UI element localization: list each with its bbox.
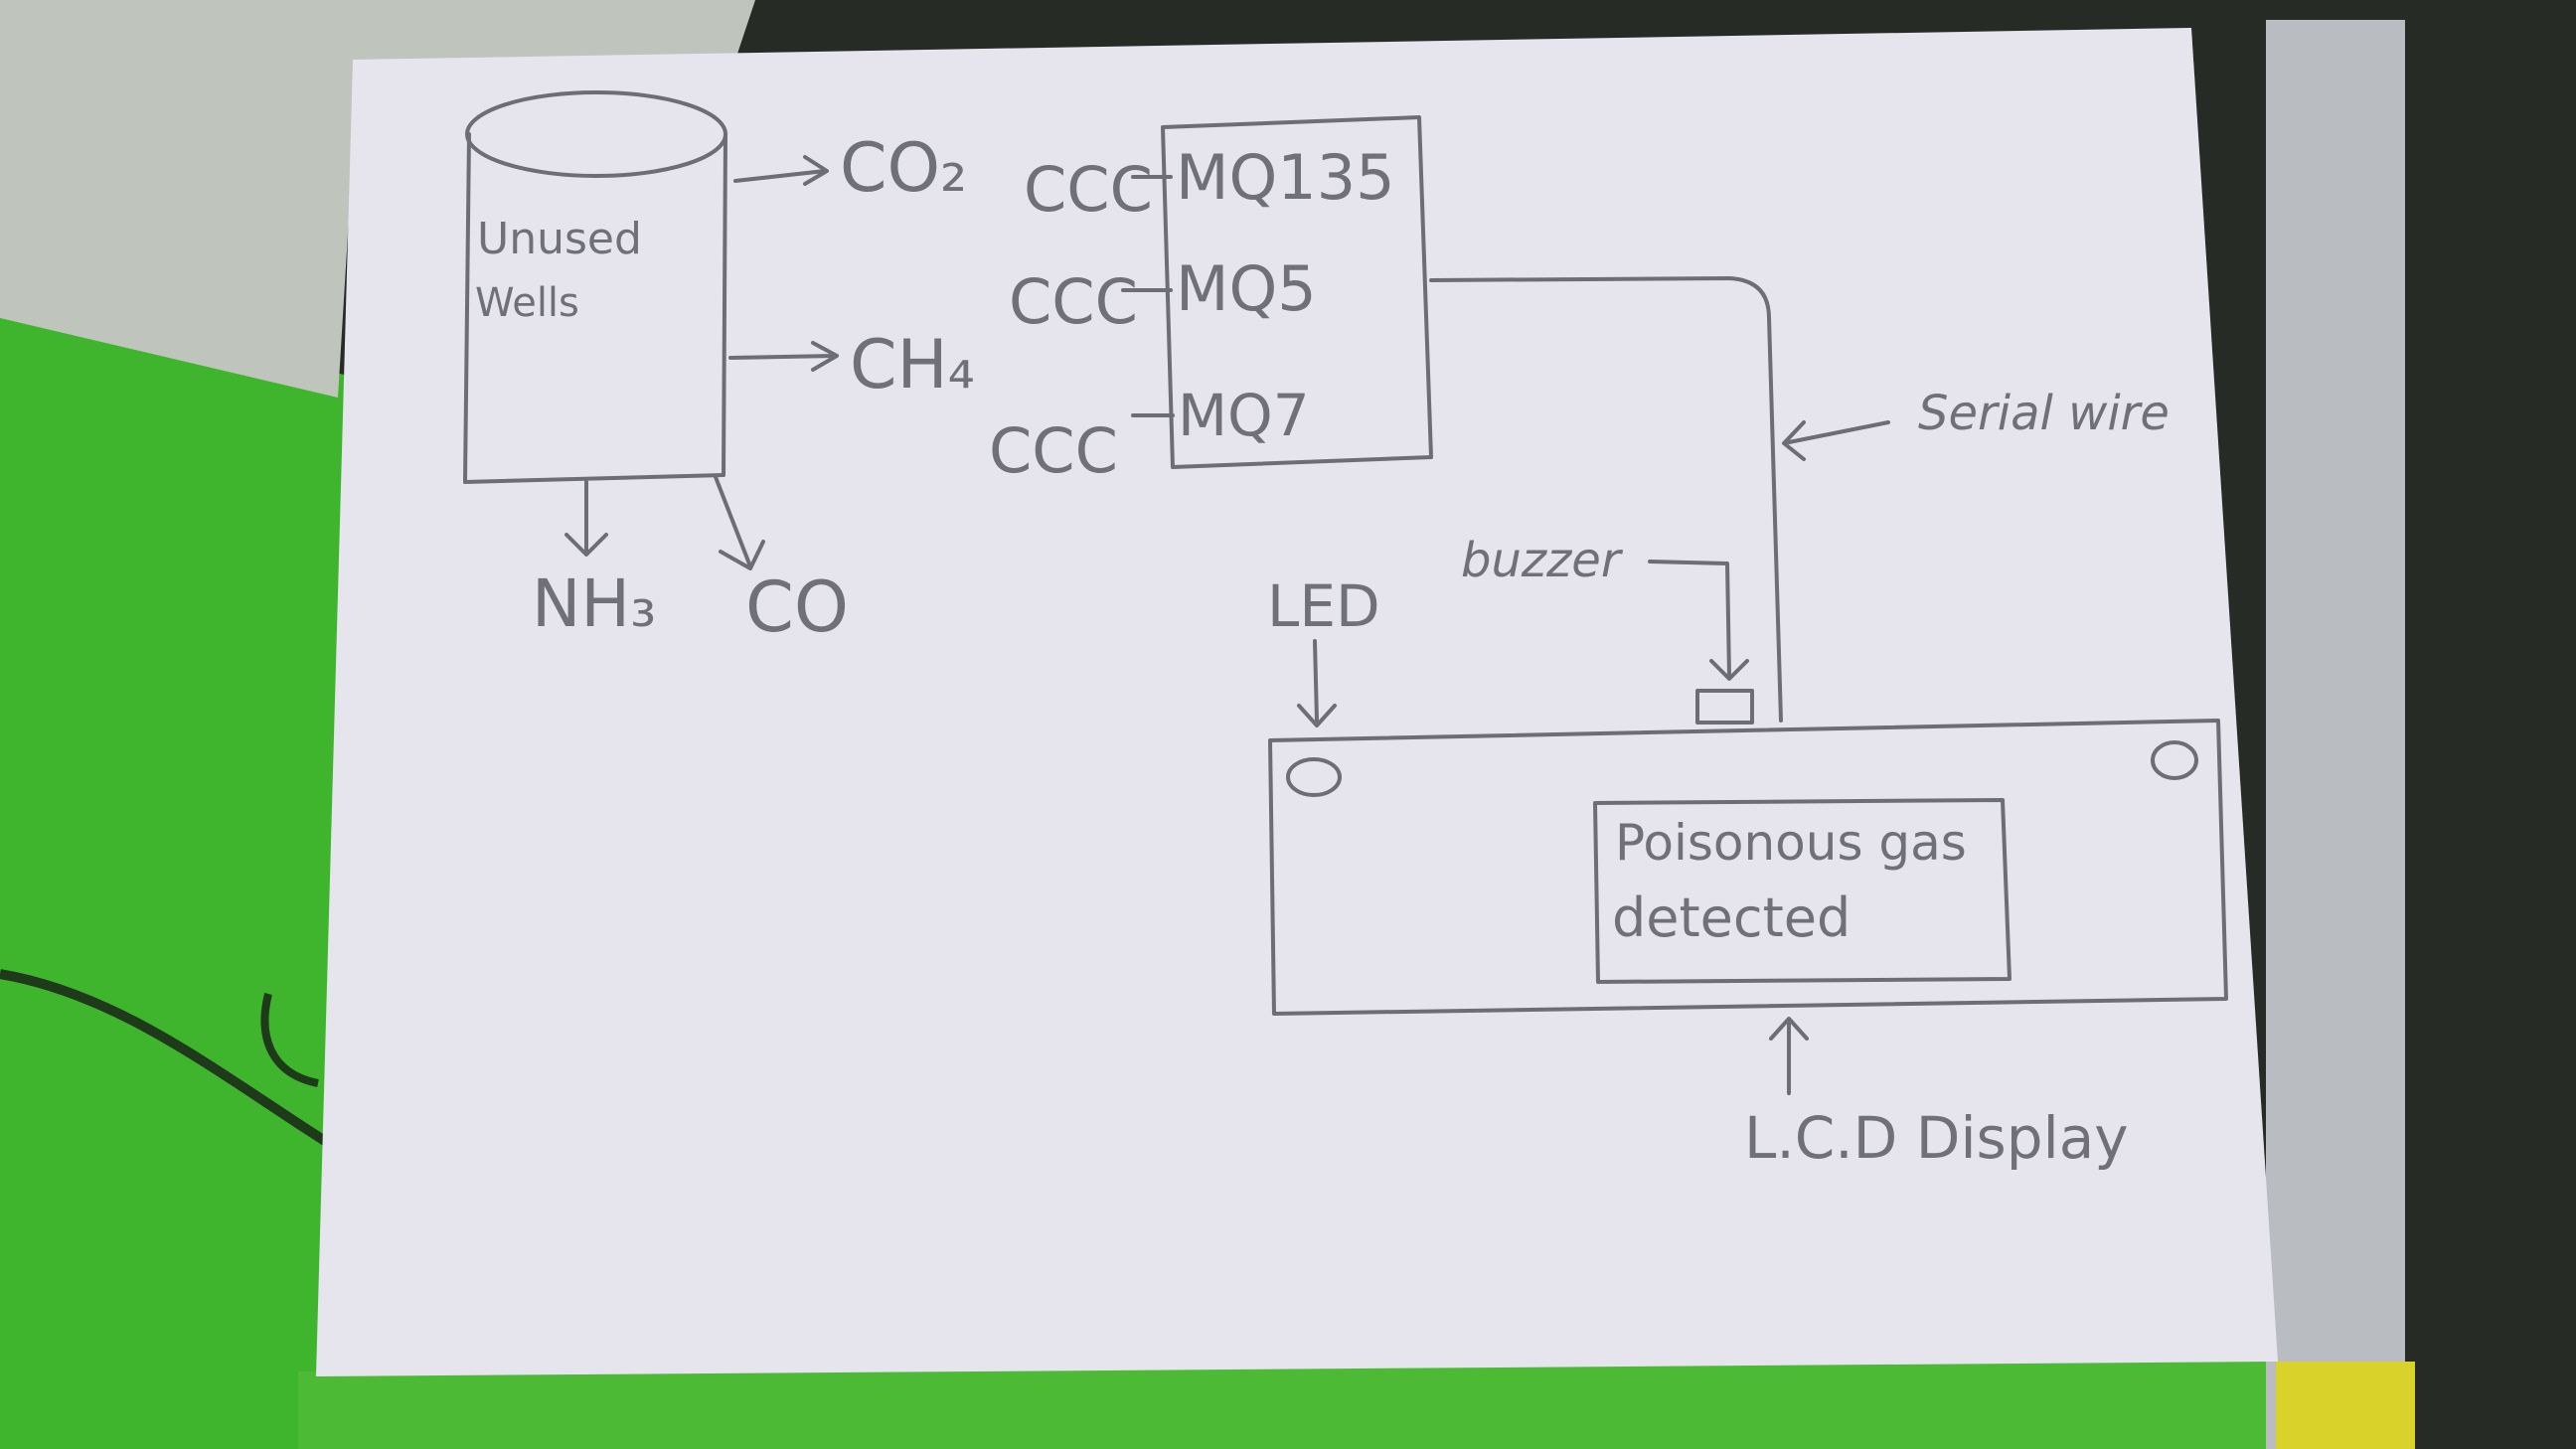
well-label-line2: Wells [475, 280, 579, 326]
serial-wire-label: Serial wire [1918, 386, 2170, 441]
sensor-mq5-coil: CCC [1009, 265, 1138, 338]
sensor-mq135-coil: CCC [1024, 153, 1153, 226]
gas-co-label: CO [745, 566, 849, 648]
gas-nh3-label: NH₃ [532, 565, 656, 642]
sensor-mq135-label: MQ135 [1176, 141, 1395, 214]
sensor-mq5-label: MQ5 [1176, 252, 1317, 325]
buzzer-label: buzzer [1461, 533, 1624, 588]
lcd-message-line1: Poisonous gas [1615, 814, 1967, 872]
gas-co2-label: CO₂ [840, 129, 967, 208]
sensor-mq7-coil: CCC [989, 414, 1118, 487]
lcd-display-label: L.C.D Display [1744, 1104, 2129, 1172]
led-label: LED [1267, 572, 1380, 640]
sensor-mq7-label: MQ7 [1178, 382, 1310, 449]
lcd-message-line2: detected [1612, 886, 1851, 949]
green-mat [0, 298, 358, 1449]
well-label-line1: Unused [477, 214, 642, 264]
gas-ch4-label: CH₄ [850, 326, 975, 404]
